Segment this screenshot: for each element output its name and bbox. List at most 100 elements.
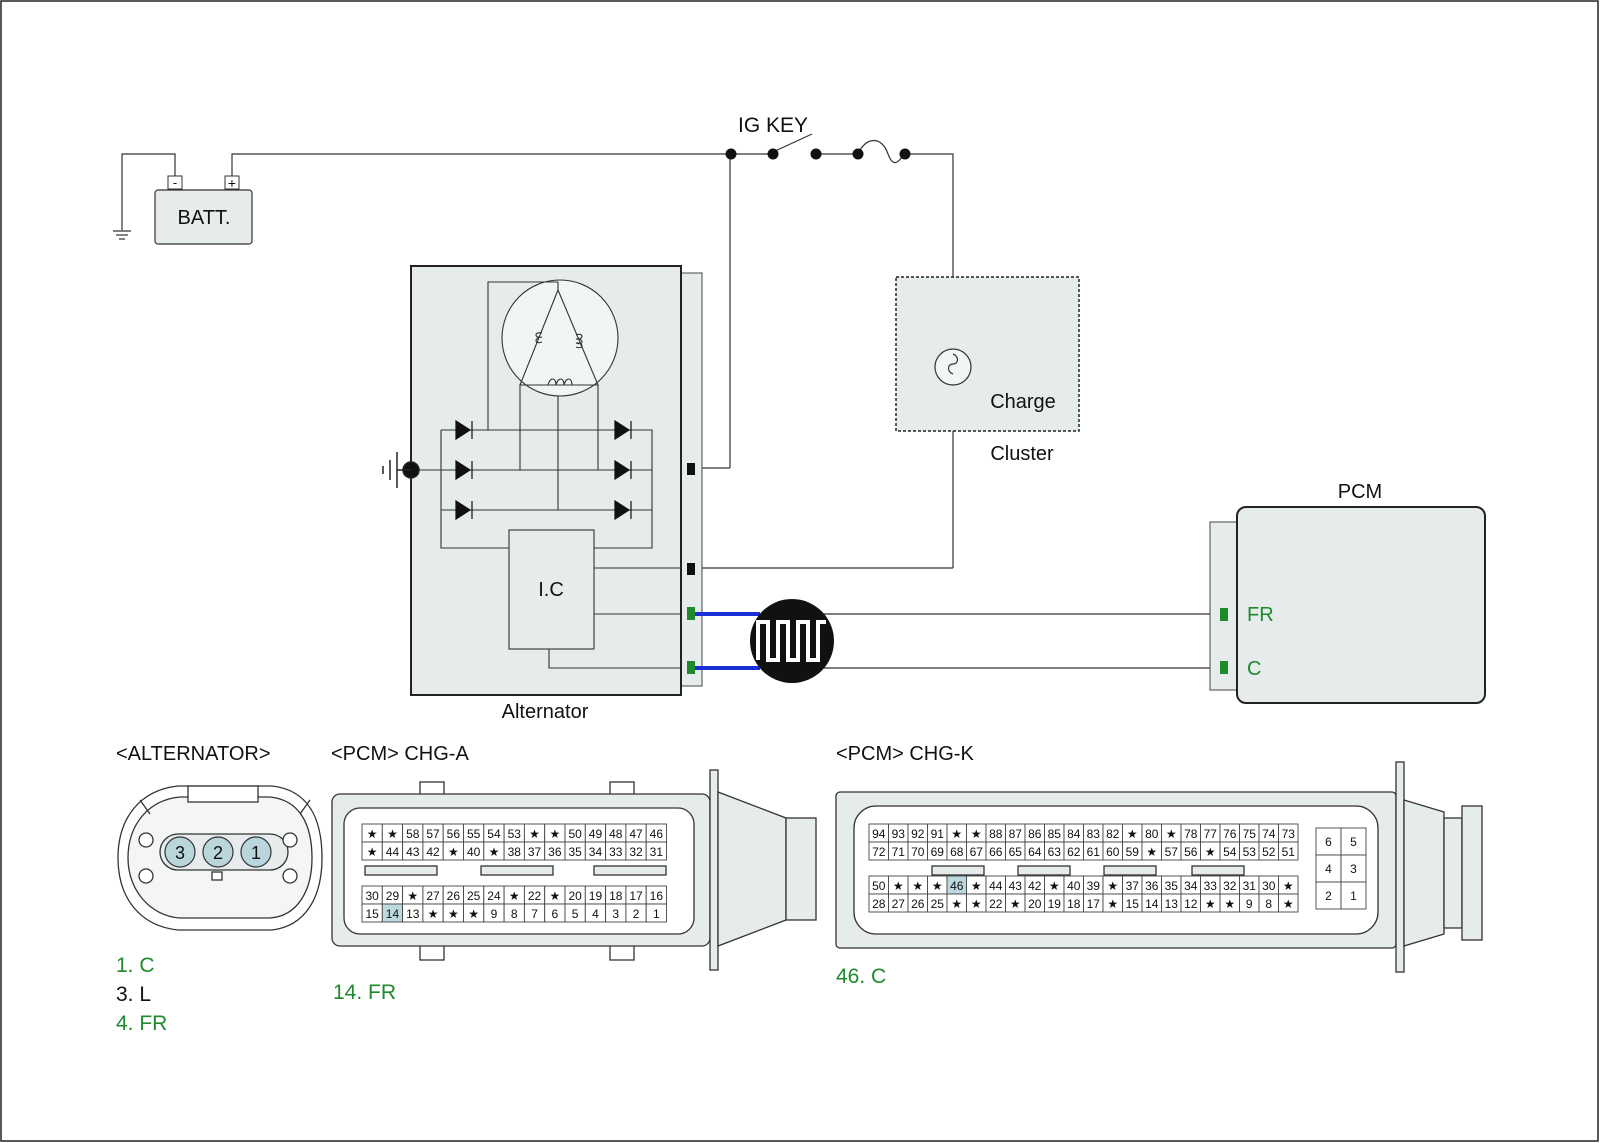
chg-a-connector xyxy=(331,769,817,971)
chg-k-pin-label: 87 xyxy=(1009,827,1023,841)
chg-k-pin-label: 52 xyxy=(1262,845,1276,859)
chg-a-pin-label: 29 xyxy=(386,889,400,903)
svg-text:2: 2 xyxy=(213,843,223,863)
chg-a-pin-label: 4 xyxy=(592,907,599,921)
chg-k-pin-label: 56 xyxy=(1184,845,1198,859)
chg-k-side-pin-label: 1 xyxy=(1350,889,1357,903)
chg-k-pin-label: 73 xyxy=(1282,827,1296,841)
ground-wire xyxy=(113,153,176,240)
chg-a-pin-label: ★ xyxy=(529,827,540,841)
chg-k-connector-title: <PCM> CHG-K xyxy=(836,743,974,765)
chg-k-pin-label: 57 xyxy=(1165,845,1179,859)
chg-a-pin-label: 35 xyxy=(568,845,582,859)
chg-k-pin-label: 84 xyxy=(1067,827,1081,841)
chg-k-pin-label: ★ xyxy=(1146,845,1157,859)
chg-a-pin-label: 46 xyxy=(650,827,664,841)
chg-a-pin-label: 33 xyxy=(609,845,623,859)
chg-k-side-pin-label: 6 xyxy=(1325,835,1332,849)
chg-k-pin-label: 43 xyxy=(1009,879,1023,893)
chg-a-pin-label: 31 xyxy=(650,845,664,859)
chg-k-pin-label: 25 xyxy=(931,897,945,911)
pcm-label: PCM xyxy=(1338,481,1382,503)
chg-k-pin-label: 27 xyxy=(892,897,906,911)
chg-a-pin-label: 53 xyxy=(508,827,522,841)
chg-k-pin-label: 50 xyxy=(872,879,886,893)
chg-k-pin-label: 17 xyxy=(1087,897,1101,911)
chg-a-pin-label: 36 xyxy=(548,845,562,859)
chg-a-pin-cell xyxy=(645,903,667,923)
chg-k-pin-label: ★ xyxy=(1107,897,1118,911)
alternator-terminals xyxy=(687,463,695,674)
main-wire xyxy=(231,133,954,569)
chg-k-pin-label: ★ xyxy=(1049,879,1060,893)
alternator-connector-title: <ALTERNATOR> xyxy=(116,743,271,765)
pcm-c-label: C xyxy=(1247,658,1261,680)
pcm-box xyxy=(1209,506,1486,704)
chg-a-pin-label: 16 xyxy=(650,889,664,903)
chg-k-pin-label: 54 xyxy=(1223,845,1237,859)
alternator-internals xyxy=(411,279,681,669)
chg-k-pin-label: 82 xyxy=(1106,827,1120,841)
chg-a-connector-title: <PCM> CHG-A xyxy=(331,743,469,765)
chg-k-pin-label: 36 xyxy=(1145,879,1159,893)
chg-k-pin-label: 12 xyxy=(1184,897,1198,911)
chg-a-pin-label: 43 xyxy=(406,845,420,859)
cluster-box xyxy=(895,276,1080,432)
batt-minus-label: - xyxy=(173,175,177,190)
chg-k-pin-label: 68 xyxy=(950,845,964,859)
chg-k-pin-label: 15 xyxy=(1126,897,1140,911)
chg-a-pin-label: 8 xyxy=(511,907,518,921)
chg-a-pin-label: 49 xyxy=(589,827,603,841)
cluster-label: Cluster xyxy=(990,443,1054,465)
chg-k-pin-label: 85 xyxy=(1048,827,1062,841)
chg-k-pin-label: 78 xyxy=(1184,827,1198,841)
chg-k-note: 46. C xyxy=(836,965,886,988)
chg-k-pin-label: ★ xyxy=(1205,897,1216,911)
battery: - + BATT. xyxy=(154,175,253,245)
chg-a-pin-label: ★ xyxy=(549,889,560,903)
chg-k-pin-label: ★ xyxy=(951,897,962,911)
chg-a-pin-label: 14 xyxy=(386,907,400,921)
chg-k-pin-label: 80 xyxy=(1145,827,1159,841)
chg-k-side-pin-cell xyxy=(1340,827,1367,856)
chg-a-pin-label: 3 xyxy=(612,907,619,921)
chg-a-pin-label: 9 xyxy=(491,907,498,921)
chg-k-pin-label: 69 xyxy=(931,845,945,859)
chg-k-pin-label: 94 xyxy=(872,827,886,841)
ig-key-label: IG KEY xyxy=(738,114,808,137)
chg-k-pin-label: ★ xyxy=(971,897,982,911)
chg-a-pin-label: 26 xyxy=(447,889,461,903)
chg-k-pin-label: 39 xyxy=(1087,879,1101,893)
chg-k-pin-label: 33 xyxy=(1204,879,1218,893)
chg-k-pin-label: 77 xyxy=(1204,827,1218,841)
chg-k-pin-cell xyxy=(1278,841,1299,861)
chg-a-pin-label: 32 xyxy=(629,845,643,859)
chg-a-pin-label: 19 xyxy=(589,889,603,903)
chg-a-pin-label: 17 xyxy=(629,889,643,903)
chg-a-pin-label: ★ xyxy=(509,889,520,903)
chg-k-pin-label: 22 xyxy=(989,897,1003,911)
chg-a-pin-label: 47 xyxy=(629,827,643,841)
charge-label: Charge xyxy=(990,391,1056,413)
chg-k-pin-label: ★ xyxy=(971,827,982,841)
chg-k-pin-label: 93 xyxy=(892,827,906,841)
chg-k-pin-label: 71 xyxy=(892,845,906,859)
chg-k-pin-label: 63 xyxy=(1048,845,1062,859)
chg-k-pin-label: 34 xyxy=(1184,879,1198,893)
chg-k-pin-label: ★ xyxy=(1205,845,1216,859)
chg-k-pin-label: ★ xyxy=(932,879,943,893)
chg-k-pin-label: 37 xyxy=(1126,879,1140,893)
chg-k-pin-label: 51 xyxy=(1282,845,1296,859)
chg-k-pin-label: 75 xyxy=(1243,827,1257,841)
chg-k-pin-label: 42 xyxy=(1028,879,1042,893)
chg-k-pin-label: ★ xyxy=(951,827,962,841)
chg-k-pin-label: ★ xyxy=(1283,897,1294,911)
chg-k-pin-cell xyxy=(1278,893,1299,913)
chg-a-pin-label: ★ xyxy=(367,827,378,841)
alt-pin-1 xyxy=(240,836,272,868)
chg-a-pin-label: 20 xyxy=(568,889,582,903)
chg-a-pin-label: 56 xyxy=(447,827,461,841)
chg-k-pin-label: 66 xyxy=(989,845,1003,859)
chg-k-pin-label: 62 xyxy=(1067,845,1081,859)
